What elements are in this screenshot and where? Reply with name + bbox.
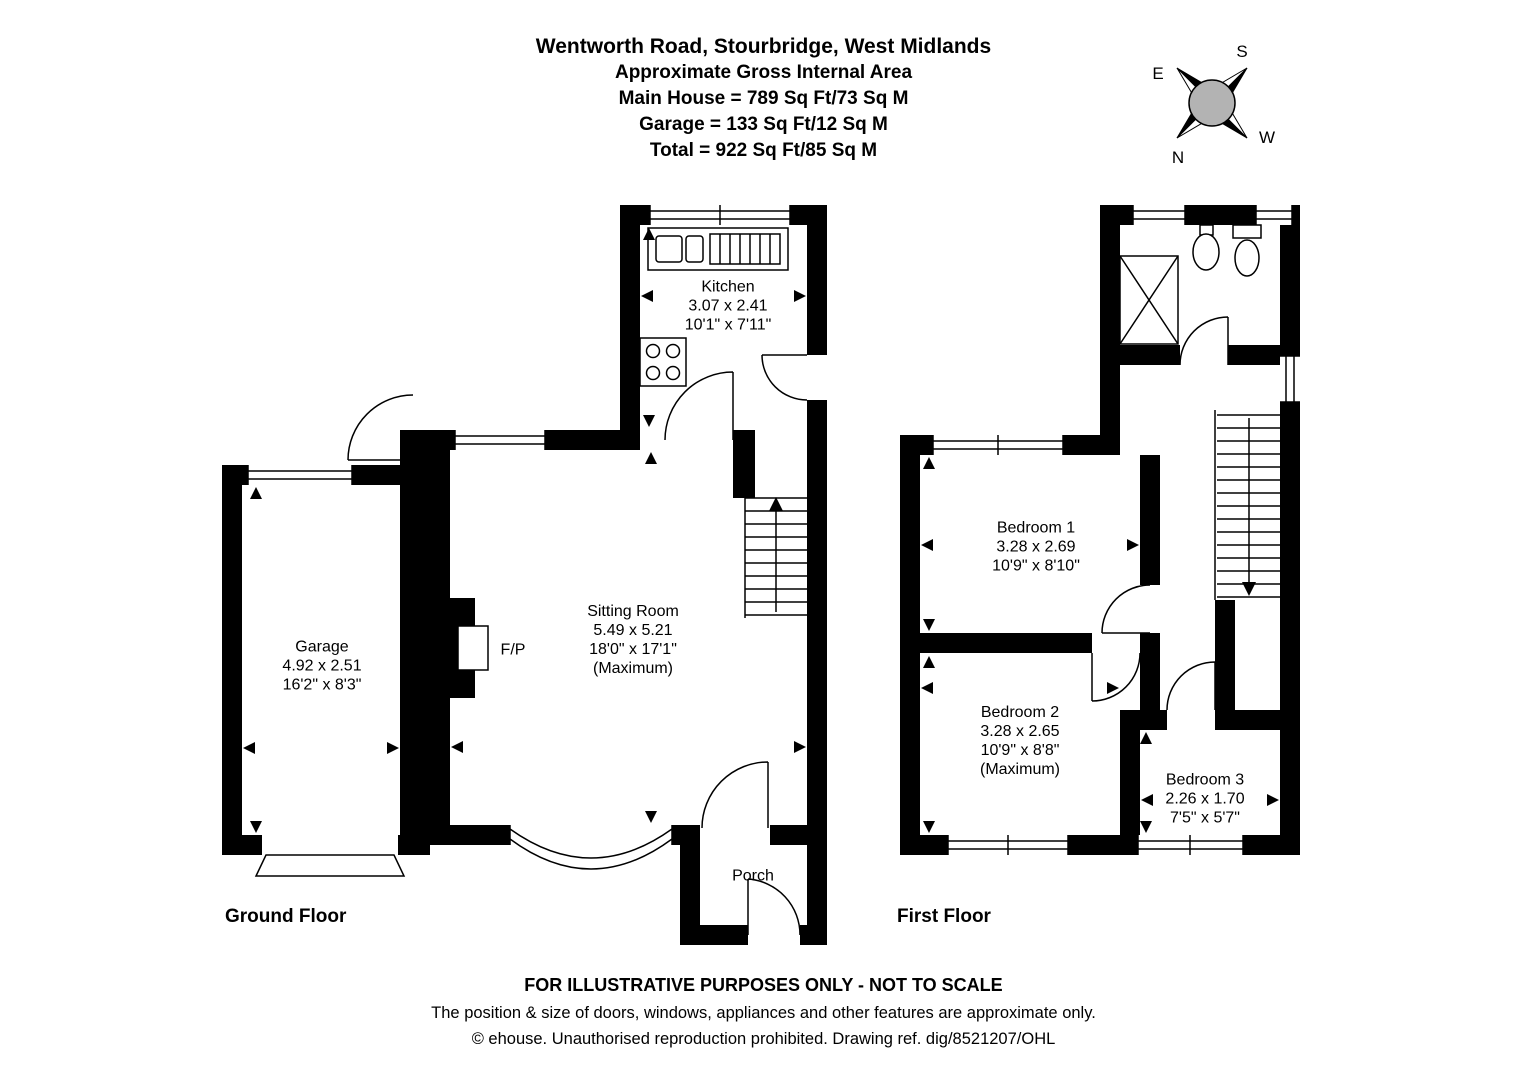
toilet-icon [1232,224,1262,277]
passage-door-arc [347,394,414,461]
garage-area: Garage = 133 Sq Ft/12 Sq M [639,114,888,135]
bedroom1-imperial: 10'9" x 8'10" [992,557,1080,575]
kitchen-imperial: 10'1" x 7'11" [684,316,772,334]
bedroom3-label: Bedroom 3 2.26 x 1.70 7'5" x 5'7" [1165,771,1244,828]
ground-windows [247,205,791,870]
sitting-room-metric: 5.49 x 5.21 [593,622,673,639]
bedroom2-metric: 3.28 x 2.65 [980,723,1060,740]
basin-icon [1192,224,1220,271]
address-title: Wentworth Road, Stourbridge, West Midlan… [535,35,992,58]
bedroom2-label: Bedroom 2 3.28 x 2.65 10'9" x 8'8" (Maxi… [980,703,1060,779]
sitting-room-window [454,430,546,450]
measurement-arrows-first [921,457,1279,833]
kitchen-label: Kitchen 3.07 x 2.41 10'1" x 7'11" [685,278,772,335]
compass-icon: S E W N [1152,42,1275,167]
bedroom1-label: Bedroom 1 3.28 x 2.69 10'9" x 8'10" [992,519,1080,576]
compass-west-label: W [1259,128,1275,147]
porch-front-door-arc [747,878,801,936]
copyright-note: © ehouse. Unauthorised reproduction proh… [471,1030,1056,1048]
disclaimer-note: The position & size of doors, windows, a… [431,1004,1096,1022]
garage-label: Garage 4.92 x 2.51 16'2" x 8'3" [282,638,361,695]
side-door-arc [761,354,808,401]
kitchen-door-arc [664,371,734,441]
landing-window [1280,355,1300,403]
title-block: Wentworth Road, Stourbridge, West Midlan… [0,34,1527,164]
bedroom2-door-arc [1091,652,1141,702]
disclaimer-title: FOR ILLUSTRATIVE PURPOSES ONLY - NOT TO … [524,975,1003,995]
bedroom3-name: Bedroom 3 [1165,771,1245,789]
measurement-arrows-ground [243,228,806,833]
bedroom1-name: Bedroom 1 [996,519,1076,537]
bathroom-window-right [1255,205,1293,225]
garage-imperial: 16'2" x 8'3" [282,676,362,694]
garage-door [254,854,406,877]
staircase-ground [744,497,807,618]
bathroom-window-left [1132,205,1186,225]
sitting-room-label: Sitting Room 5.49 x 5.21 18'0" x 17'1" (… [587,602,679,678]
bathroom-fixtures [1119,224,1262,345]
compass-north-label: N [1172,148,1184,167]
total-area: Total = 922 Sq Ft/85 Sq M [649,140,878,161]
bedroom3-door-arc [1166,661,1216,711]
staircase-first [1214,410,1280,600]
ground-wall-openings [248,205,790,855]
bathroom-door-arc [1179,316,1229,366]
bedroom3-metric: 2.26 x 1.70 [1165,790,1245,808]
porch-name: Porch [732,867,774,885]
porch-label: Porch [732,867,774,886]
kitchen-window [649,205,791,225]
fireplace [457,625,489,671]
kitchen-name: Kitchen [701,278,755,296]
bedroom1-door-arc [1101,584,1151,634]
bedroom1-window [932,435,1064,455]
main-house-area: Main House = 789 Sq Ft/73 Sq M [618,88,909,109]
porch-inner-door-arc [701,761,769,829]
garage-metric: 4.92 x 2.51 [282,657,362,675]
bedroom2-imperial: 10'9" x 8'8" [980,742,1060,759]
first-doors [1091,316,1229,711]
kitchen-metric: 3.07 x 2.41 [688,297,768,315]
first-floor-title: First Floor [897,906,991,927]
garage-window [247,465,353,485]
compass-hub [1188,79,1236,127]
bedroom2-note: (Maximum) [980,761,1060,778]
fireplace-label: F/P [501,641,526,660]
kitchen-sink-unit [647,227,789,271]
bay-window [509,825,673,870]
ground-doors [347,354,808,936]
sitting-room-name: Sitting Room [587,603,679,620]
gross-area-title: Approximate Gross Internal Area [614,62,913,83]
first-walls [900,205,1300,855]
bedroom2-window [947,835,1069,855]
ground-floor-title: Ground Floor [225,906,347,927]
kitchen-hob [639,337,687,387]
bedroom1-metric: 3.28 x 2.69 [996,538,1076,556]
bedroom3-imperial: 7'5" x 5'7" [1170,809,1240,827]
shower-icon [1119,255,1179,345]
garage-name: Garage [295,638,349,656]
bedroom2-name: Bedroom 2 [980,704,1060,721]
fireplace-text: F/P [500,641,526,659]
ground-floor-plan [222,205,827,945]
bedroom3-window [1137,835,1244,855]
stairs-up-arrow [769,497,783,511]
sitting-room-note: (Maximum) [593,660,673,677]
first-floor-plan [900,205,1300,855]
first-windows [932,205,1300,855]
sitting-room-imperial: 18'0" x 17'1" [589,641,677,658]
compass-south-label: S [1236,42,1247,61]
compass-east-label: E [1152,64,1163,83]
stairs-down-arrow [1242,582,1256,596]
